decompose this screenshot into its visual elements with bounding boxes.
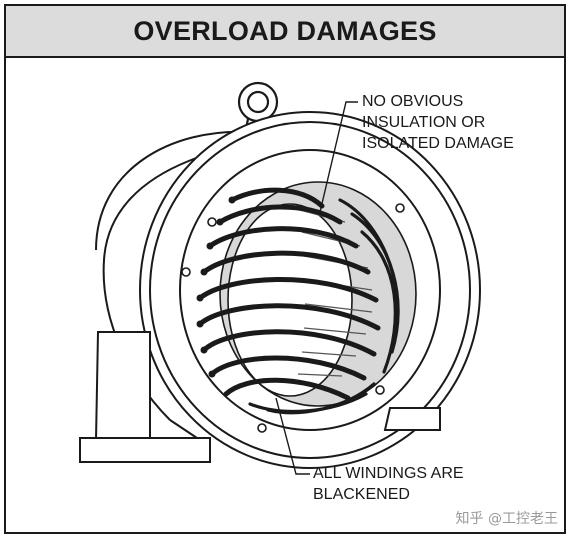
watermark: 知乎 @工控老王 [455,511,558,527]
diagram-title: OVERLOAD DAMAGES [133,15,437,46]
callout-line: ISOLATED DAMAGE [362,135,514,152]
motor-base [79,331,441,463]
callout-line: BLACKENED [313,486,410,503]
mounting-holes [181,203,405,433]
callout-line: INSULATION OR [362,114,486,131]
callout-line: NO OBVIOUS [362,93,464,110]
title-bar: OVERLOAD DAMAGES [6,6,564,58]
stator-windings [196,187,400,415]
callout-line: ALL WINDINGS ARE [313,465,464,482]
callout-no-obvious-damage: NO OBVIOUS INSULATION OR ISOLATED DAMAGE [362,91,514,154]
callout-leaders [275,101,358,475]
callout-windings-blackened: ALL WINDINGS ARE BLACKENED [313,463,464,505]
stator-core [219,181,417,407]
